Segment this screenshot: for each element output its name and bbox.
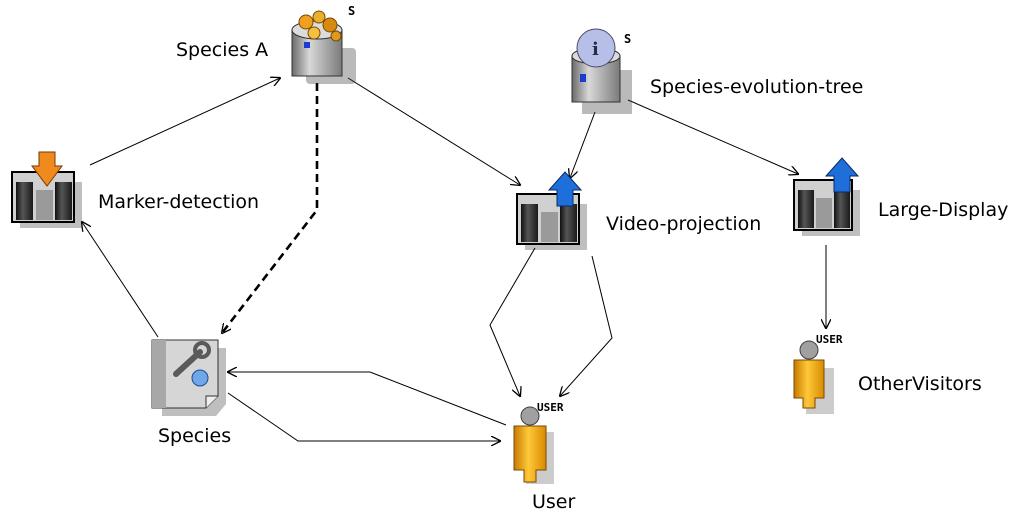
user-badge: USER (537, 401, 564, 414)
node-marker-detection[interactable]: Marker-detection (11, 151, 259, 228)
edge-species-to-marker (82, 222, 159, 338)
node-species[interactable]: Species (151, 339, 231, 447)
video-projection-label: Video-projection (606, 213, 761, 235)
user-label: User (532, 491, 575, 513)
node-video-projection[interactable]: Video-projection (516, 171, 761, 250)
marker-detection-label: Marker-detection (98, 191, 259, 213)
evo-tree-badge: S (624, 32, 631, 46)
large-display-label: Large-Display (878, 199, 1008, 221)
edge-video-to-user-right (560, 255, 613, 396)
other-visitors-label: OtherVisitors (858, 373, 982, 395)
output-container-icon (516, 171, 587, 250)
input-container-icon (11, 151, 82, 228)
edges (82, 78, 826, 441)
evo-tree-label: Species-evolution-tree (650, 76, 863, 98)
edge-marker-to-species-a (89, 78, 280, 166)
user-icon (513, 406, 554, 484)
edge-video-to-user-left (489, 247, 536, 396)
species-a-label: Species A (176, 39, 268, 61)
edge-species-a-to-species-dashed (222, 83, 319, 333)
info-server-icon: i (571, 28, 632, 114)
node-other-visitors[interactable]: USER OtherVisitors (793, 333, 982, 414)
edge-user-to-species (228, 372, 507, 426)
edge-evo-to-large (627, 99, 798, 174)
node-species-a[interactable]: S Species A (176, 4, 356, 84)
edge-species-to-user (227, 392, 500, 441)
node-user[interactable]: USER User (513, 401, 575, 513)
species-label: Species (158, 425, 231, 447)
edge-species-a-to-video (347, 77, 520, 185)
node-large-display[interactable]: Large-Display (793, 157, 1008, 236)
user-icon (793, 340, 834, 414)
other-visitors-badge: USER (816, 333, 843, 346)
wrench-document-icon (151, 339, 226, 416)
node-species-evolution-tree[interactable]: i S Species-evolution-tree (571, 28, 863, 114)
info-glyph: i (592, 39, 599, 60)
species-a-badge: S (348, 4, 355, 18)
output-container-icon (793, 157, 860, 236)
server-icon (291, 10, 356, 84)
edge-evo-to-video (570, 111, 596, 178)
